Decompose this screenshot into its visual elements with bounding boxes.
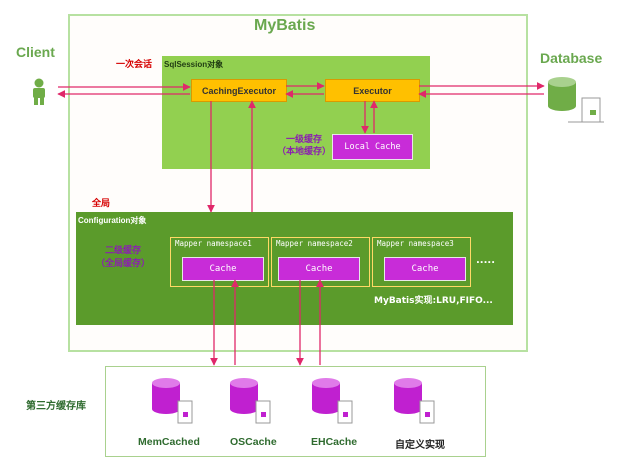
- database-server-icon: [228, 377, 274, 431]
- level1-cache-label: 一级缓存 （本地缓存）: [277, 134, 331, 158]
- level2-line1: 二级缓存: [105, 246, 142, 256]
- database-server-icon: [392, 377, 438, 431]
- mapper-cache-2: Cache: [278, 257, 360, 281]
- mybatis-title: MyBatis: [254, 17, 316, 34]
- session-note: 一次会话: [116, 60, 153, 70]
- database-server-icon: [150, 377, 196, 431]
- mapper-namespace-3: Mapper namespace3: [372, 237, 471, 287]
- database-icon: [546, 76, 608, 132]
- mapper-cache-1: Cache: [182, 257, 264, 281]
- library-label-oscache: OSCache: [230, 436, 277, 448]
- config-note: 全局: [92, 199, 111, 209]
- configuration-label: Configuration对象: [78, 216, 147, 225]
- mapper-namespace-label: Mapper namespace3: [377, 239, 454, 248]
- library-label-memcached: MemCached: [138, 436, 200, 448]
- executor-box: Executor: [325, 79, 420, 102]
- level1-line1: 一级缓存: [286, 135, 323, 145]
- library-label-custom: 自定义实现: [395, 440, 445, 451]
- mapper-namespace-1: Mapper namespace1: [170, 237, 269, 287]
- level1-line2: （本地缓存）: [277, 147, 332, 157]
- level2-line2: （全局缓存）: [96, 259, 151, 269]
- local-cache-box: Local Cache: [332, 134, 413, 160]
- mapper-cache-3: Cache: [384, 257, 466, 281]
- mapper-ellipsis: .....: [476, 255, 495, 266]
- person-icon: [28, 78, 50, 110]
- mapper-namespace-label: Mapper namespace2: [276, 239, 353, 248]
- third-party-title: 第三方缓存库: [26, 401, 86, 412]
- database-server-icon: [310, 377, 356, 431]
- sqlsession-label: SqlSession对象: [164, 60, 224, 69]
- mapper-namespace-label: Mapper namespace1: [175, 239, 252, 248]
- database-title: Database: [540, 50, 603, 66]
- mybatis-impl-label: MyBatis实现:LRU,FIFO...: [374, 296, 493, 306]
- client-title: Client: [16, 44, 55, 60]
- library-label-ehcache: EHCache: [311, 436, 358, 448]
- level2-cache-label: 二级缓存 （全局缓存）: [96, 245, 150, 271]
- caching-executor-box: CachingExecutor: [191, 79, 287, 102]
